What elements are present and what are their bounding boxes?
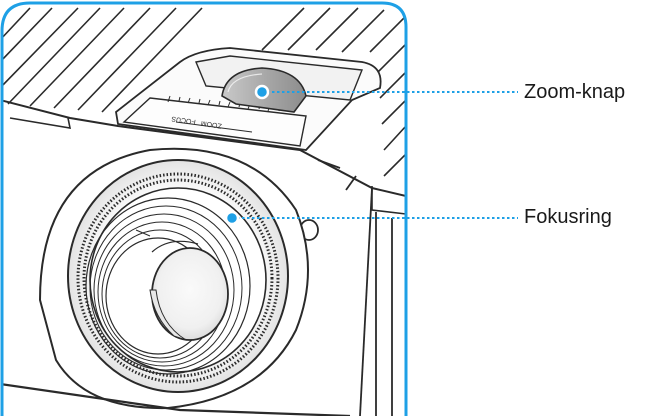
focus-engraving: FOCUS	[171, 115, 197, 125]
focus-callout-dot	[224, 210, 240, 226]
zoom-knob-label: Zoom-knap	[524, 81, 626, 103]
illustration-frame	[0, 1, 408, 416]
zoom-callout-dot	[254, 84, 270, 100]
focus-ring-label: Fokusring	[524, 206, 612, 228]
body-right-side	[317, 159, 393, 416]
lens-barrel	[85, 197, 251, 375]
top-vent-slats	[2, 7, 406, 177]
body-bottom-edge	[2, 382, 351, 416]
focus-callout	[224, 210, 518, 226]
zoom-callout	[254, 84, 518, 100]
lens-glass	[135, 229, 229, 341]
top-front-edge	[2, 99, 406, 197]
zoom-engraving: ZOOM	[200, 119, 222, 129]
